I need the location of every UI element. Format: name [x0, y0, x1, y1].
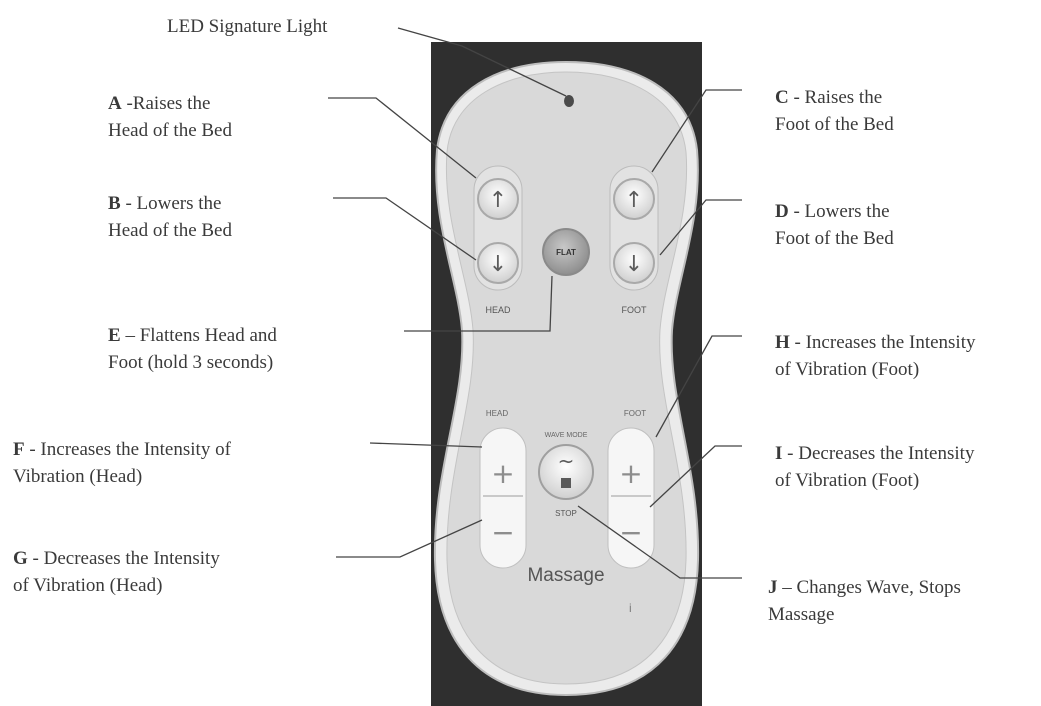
small-logo-mark: i: [629, 601, 632, 615]
foot-plus-icon: +: [619, 457, 642, 490]
remote-body-inner: [446, 72, 686, 684]
label-a-line2: Head of the Bed: [108, 120, 232, 141]
led-light: [564, 95, 574, 107]
head-adjust-label: HEAD: [485, 305, 511, 315]
label-j-key: J: [768, 577, 778, 598]
label-f: F - Increases the Intensity of Vibration …: [13, 436, 231, 490]
label-b-key: B: [108, 193, 121, 214]
label-h-line1: - Increases the Intensity: [790, 332, 976, 353]
head-down-arrow-icon: ↓: [489, 252, 507, 277]
label-g-key: G: [13, 548, 28, 569]
foot-massage-label: FOOT: [624, 409, 646, 418]
wave-mode-label: WAVE MODE: [545, 432, 588, 439]
foot-adjust-label: FOOT: [622, 305, 647, 315]
label-a-key: A: [108, 93, 122, 114]
label-c-line2: Foot of the Bed: [775, 114, 894, 135]
label-led: LED Signature Light: [167, 13, 327, 40]
label-c-line1: - Raises the: [789, 87, 882, 108]
label-d-line2: Foot of the Bed: [775, 228, 894, 249]
label-b-line2: Head of the Bed: [108, 220, 232, 241]
stop-square-icon: [561, 478, 571, 488]
massage-label: Massage: [527, 565, 604, 586]
label-f-line2: Vibration (Head): [13, 466, 142, 487]
head-plus-icon: +: [491, 457, 514, 490]
label-i-line1: - Decreases the Intensity: [782, 443, 974, 464]
label-i-line2: of Vibration (Foot): [775, 470, 919, 491]
label-b-line1: - Lowers the: [121, 193, 222, 214]
label-d-key: D: [775, 201, 789, 222]
head-minus-icon: −: [491, 516, 514, 549]
label-a-line1: -Raises the: [122, 93, 211, 114]
label-j-line2: Massage: [768, 604, 834, 625]
label-c-key: C: [775, 87, 789, 108]
label-d-line1: - Lowers the: [789, 201, 890, 222]
label-g-line2: of Vibration (Head): [13, 575, 162, 596]
label-j-line1: – Changes Wave, Stops: [778, 577, 961, 598]
foot-up-arrow-icon: ↑: [625, 188, 643, 213]
label-e-key: E: [108, 325, 121, 346]
label-h-line2: of Vibration (Foot): [775, 359, 919, 380]
wave-icon: ~: [558, 449, 575, 473]
label-f-key: F: [13, 439, 25, 460]
label-h: H - Increases the Intensity of Vibration …: [775, 329, 976, 383]
label-f-line1: - Increases the Intensity of: [25, 439, 231, 460]
label-g-line1: - Decreases the Intensity: [28, 548, 220, 569]
stop-label: STOP: [555, 509, 577, 518]
label-h-key: H: [775, 332, 790, 353]
flat-label: FLAT: [556, 248, 576, 257]
label-led-text: LED Signature Light: [167, 16, 327, 37]
head-up-arrow-icon: ↑: [489, 188, 507, 213]
label-e-line2: Foot (hold 3 seconds): [108, 352, 273, 373]
head-massage-label: HEAD: [486, 409, 508, 418]
label-e-line1: – Flattens Head and: [121, 325, 277, 346]
foot-down-arrow-icon: ↓: [625, 252, 643, 277]
label-g: G - Decreases the Intensity of Vibration …: [13, 545, 220, 599]
